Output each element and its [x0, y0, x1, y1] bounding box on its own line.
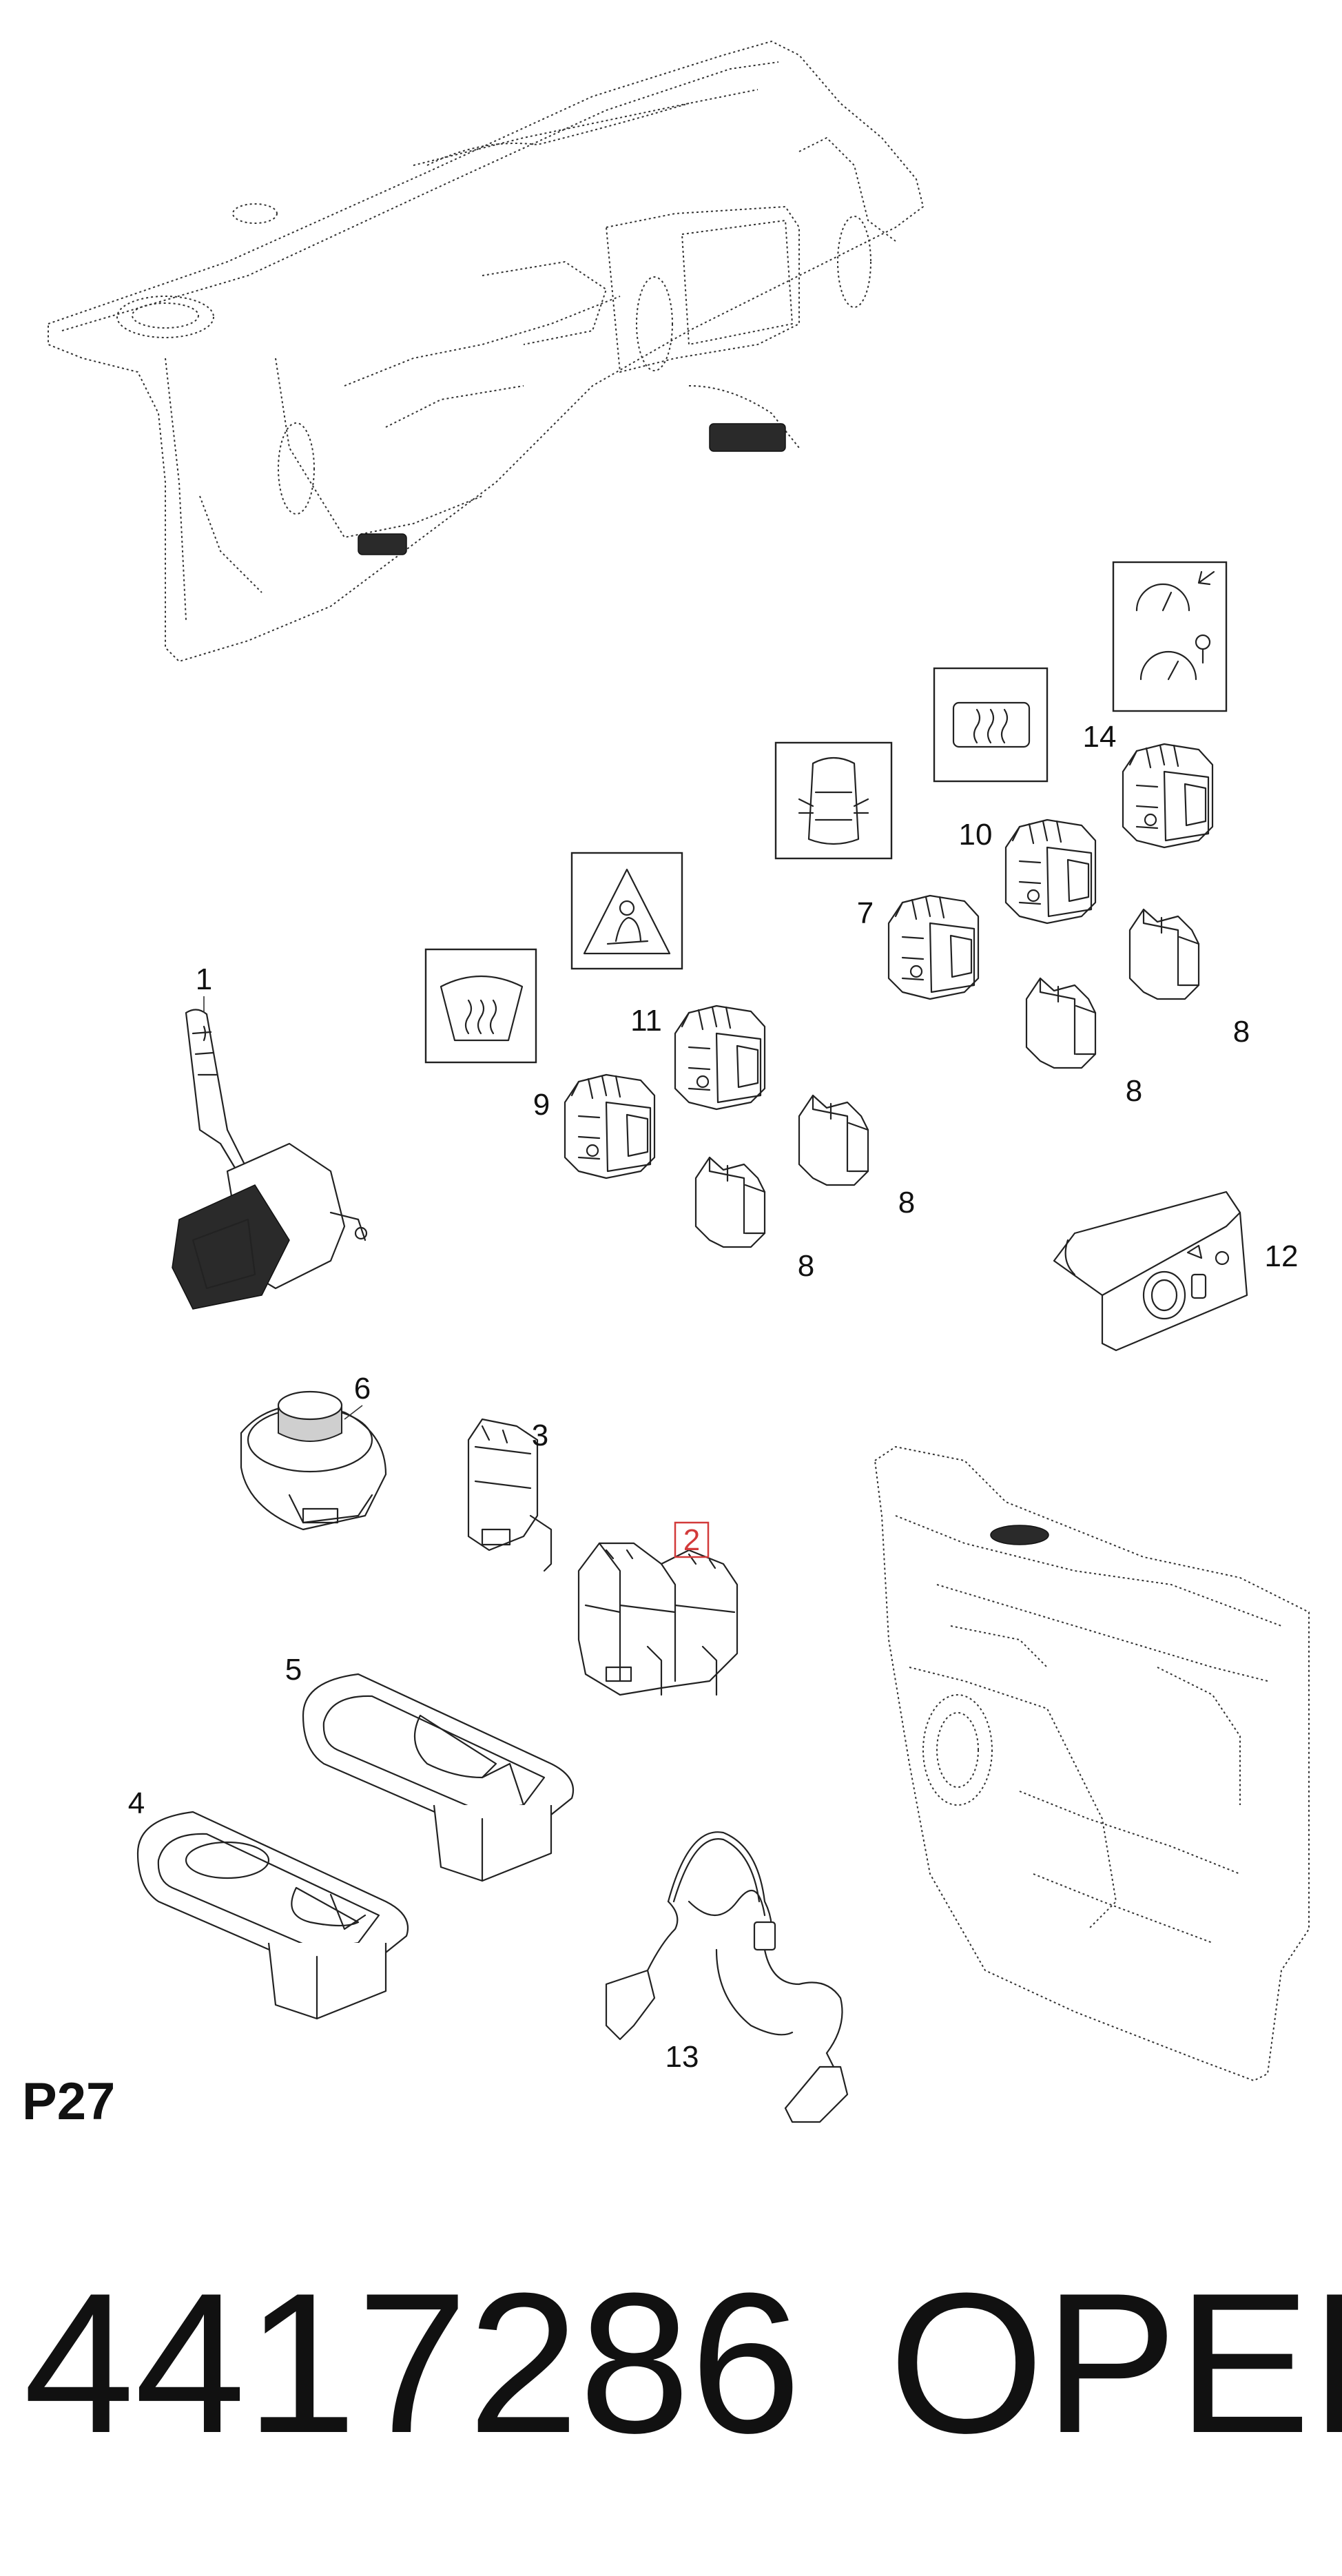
blank-cover-8c: [798, 1094, 869, 1186]
callout-13: 13: [665, 2040, 699, 2074]
switch-bezel-4: [136, 1811, 409, 2020]
door-switch-cable-13: [605, 1831, 849, 2123]
callout-11: 11: [630, 1004, 662, 1038]
callout-8a: 8: [1233, 1015, 1250, 1049]
dashboard-assembly: [48, 41, 924, 662]
callout-4: 4: [128, 1786, 145, 1820]
blank-cover-8a: [1128, 908, 1200, 1000]
blank-cover-8b: [1025, 977, 1097, 1069]
callout-12: 12: [1265, 1239, 1299, 1273]
callout-7: 7: [857, 896, 874, 930]
switch-11: [674, 1004, 766, 1111]
callout-5: 5: [285, 1653, 302, 1687]
door-trim-panel: [874, 1446, 1310, 2081]
window-switch-3: [467, 1418, 553, 1572]
callout-6: 6: [354, 1372, 371, 1405]
callout-8c: 8: [898, 1186, 915, 1219]
switch-14: [1122, 743, 1214, 849]
callout-14: 14: [1083, 720, 1117, 754]
part-number: 4417286: [23, 2252, 801, 2475]
brand-name: OPEL: [889, 2252, 1342, 2475]
instrument-gauges-icon: [1112, 561, 1228, 712]
callout-3: 3: [532, 1419, 548, 1452]
callout-2-highlight: [674, 1521, 710, 1558]
page-code: P27: [22, 2072, 115, 2131]
callout-8b: 8: [1126, 1074, 1142, 1108]
mirror-switch-6: [240, 1390, 387, 1531]
central-locking-icon: [774, 741, 893, 860]
window-switch-2: [577, 1542, 739, 1696]
leader-6: [344, 1405, 363, 1420]
callout-10: 10: [959, 818, 993, 852]
switch-9: [564, 1073, 656, 1179]
switch-7: [887, 894, 980, 1000]
switch-bezel-5: [302, 1673, 575, 1882]
callout-2: 2: [683, 1523, 700, 1557]
windscreen-heating-icon: [424, 948, 537, 1064]
callout-9: 9: [533, 1088, 550, 1122]
blank-cover-8d: [694, 1156, 766, 1248]
light-switch-panel-12: [1053, 1191, 1248, 1352]
callout-1: 1: [196, 962, 212, 996]
callout-8d: 8: [798, 1249, 814, 1283]
switch-10: [1004, 818, 1097, 925]
driver-warning-icon: [570, 852, 683, 970]
stalk-switch-1: [172, 1009, 368, 1310]
rear-window-heating-icon: [933, 667, 1049, 783]
